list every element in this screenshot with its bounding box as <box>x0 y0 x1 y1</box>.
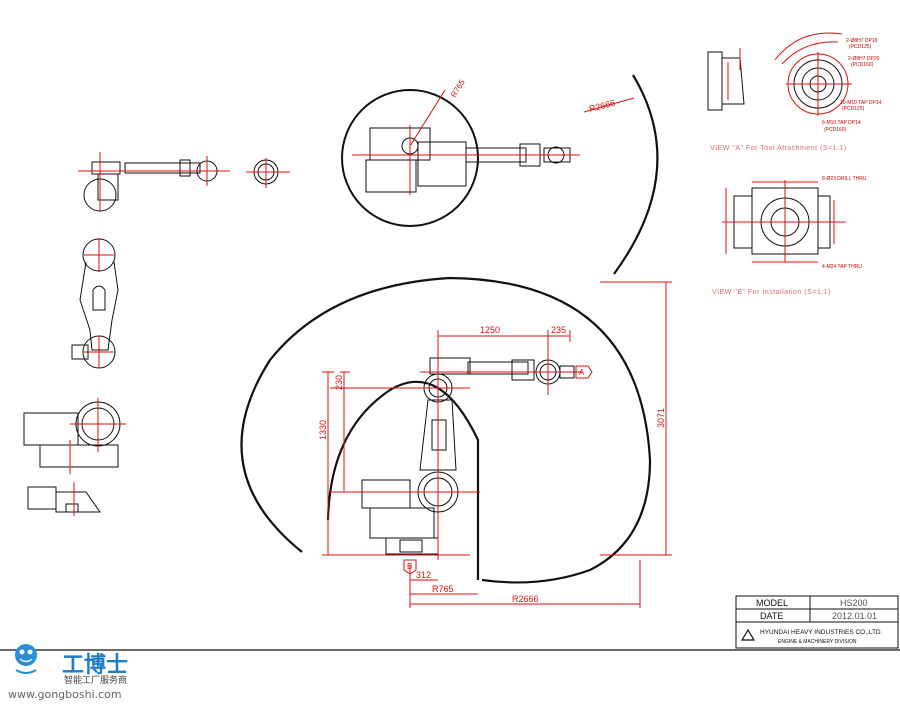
title-block: MODEL HS200 DATE 2012.01.01 HYUNDAI HEAV… <box>735 595 899 649</box>
svg-text:2-Ø8H7 DP20: 2-Ø8H7 DP20 <box>848 56 880 62</box>
division-name: ENGINE & MACHINERY DIVISION <box>778 639 857 645</box>
dim-1250: 1250 <box>480 325 500 335</box>
view-b-caption: VIEW "B" For Installation (S=1:1) <box>712 289 831 296</box>
svg-text:2-Ø8H7 DP16: 2-Ø8H7 DP16 <box>846 38 878 44</box>
dim-r2666: R2666 <box>512 594 539 604</box>
model-value: HS200 <box>840 598 868 608</box>
svg-text:(PCD160): (PCD160) <box>851 62 874 68</box>
watermark-subtitle: 智能工厂服务商 <box>64 674 127 686</box>
model-label: MODEL <box>756 598 788 608</box>
dimension-lines <box>322 281 672 608</box>
view-a-notes: 2-Ø8H7 DP16 (PCD125) 2-Ø8H7 DP20 (PCD160… <box>822 38 882 133</box>
dim-235: 235 <box>551 325 566 335</box>
view-b-marker: B <box>403 559 417 575</box>
view-a-detail: 2-Ø8H7 DP16 (PCD125) 2-Ø8H7 DP20 (PCD160… <box>707 32 882 152</box>
dim-312: 312 <box>416 570 431 580</box>
left-side-views <box>23 152 290 516</box>
company-name: HYUNDAI HEAVY INDUSTRIES CO.,LTD. <box>760 629 883 636</box>
view-a-caption: VIEW "A" For Tool Attachment (S=1:1) <box>710 145 847 152</box>
top-view-reach-circle: R765 <box>341 78 580 227</box>
watermark-brand: 工博士 <box>62 652 128 678</box>
watermark: 工博士 智能工厂服务商 www.gongboshi.com <box>8 644 128 701</box>
date-label: DATE <box>760 611 783 621</box>
wrist-end-view-small <box>246 158 290 188</box>
base-bottom-view-small <box>27 482 101 516</box>
svg-text:(PCD125): (PCD125) <box>842 106 865 112</box>
dim-r2666-top: R2666 <box>588 98 616 114</box>
dim-r765-top: R765 <box>449 78 467 99</box>
arm-side-view-small <box>71 238 119 369</box>
arm-top-view-small <box>78 152 230 212</box>
view-a-marker: A <box>575 365 593 379</box>
svg-text:6-M10 TAP DP14: 6-M10 TAP DP14 <box>822 120 861 126</box>
dim-1330: 1330 <box>318 420 328 440</box>
dim-3071: 3071 <box>656 408 666 428</box>
svg-text:10-M10 TAP DP14: 10-M10 TAP DP14 <box>840 100 882 106</box>
dim-leader-r2666-top <box>583 97 635 113</box>
view-b-detail: 8-Ø23 DRILL THRU 4-M24 TAP THRU VIEW "B"… <box>712 176 867 296</box>
company-logo-icon <box>740 628 756 641</box>
svg-text:8-Ø23 DRILL THRU: 8-Ø23 DRILL THRU <box>822 176 867 182</box>
reach-envelope <box>240 74 659 584</box>
dim-230: 230 <box>334 375 344 390</box>
watermark-url: www.gongboshi.com <box>8 688 122 701</box>
base-side-view-small <box>23 398 126 474</box>
svg-text:(PCD160): (PCD160) <box>824 127 847 133</box>
date-value: 2012.01.01 <box>832 611 877 621</box>
svg-text:4-M24 TAP THRU: 4-M24 TAP THRU <box>822 264 862 270</box>
main-centerlines <box>330 330 582 560</box>
svg-text:A: A <box>579 368 585 377</box>
svg-text:B: B <box>407 562 412 571</box>
svg-text:(PCD125): (PCD125) <box>849 44 872 50</box>
mascot-icon <box>15 644 37 674</box>
dim-r765: R765 <box>432 584 454 594</box>
